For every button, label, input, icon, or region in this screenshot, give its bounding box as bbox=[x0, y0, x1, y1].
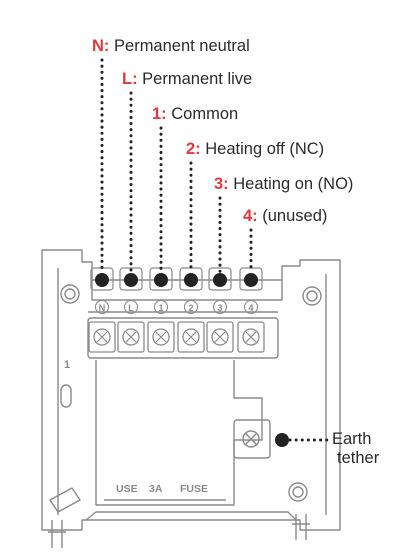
terminal-marker-ring bbox=[212, 299, 228, 315]
label-live-text: Permanent live bbox=[142, 70, 253, 88]
leader-dot-3 bbox=[213, 273, 227, 287]
label-neutral: N: Permanent neutral bbox=[92, 38, 250, 55]
plate-side-number: 1 bbox=[64, 359, 70, 371]
label-unused-key: 4: bbox=[243, 207, 258, 225]
leader-dot-n bbox=[95, 273, 109, 287]
fuse-text-rating: 3A bbox=[149, 483, 163, 495]
label-earth-line1: Earth bbox=[332, 430, 372, 448]
fuse-text-use: USE bbox=[116, 483, 138, 495]
terminal-clamp bbox=[119, 267, 143, 291]
terminal-cavity bbox=[88, 321, 116, 353]
terminal-screw-slot bbox=[96, 331, 108, 343]
leader-lines bbox=[95, 58, 332, 447]
terminal-screw bbox=[211, 328, 229, 346]
leader-dot-2 bbox=[184, 273, 198, 287]
terminal-screw-slot bbox=[245, 331, 257, 343]
label-heating-on-key: 3: bbox=[214, 175, 229, 193]
label-common-key: 1: bbox=[152, 105, 167, 123]
leader-dot-4 bbox=[244, 273, 258, 287]
terminal-screw-slot bbox=[125, 331, 137, 343]
label-neutral-key: N: bbox=[92, 37, 110, 55]
label-earth-tether: Earth tether bbox=[332, 430, 379, 468]
terminal-screw-slot bbox=[185, 331, 197, 343]
terminal-screw bbox=[93, 328, 111, 346]
terminal-cavity bbox=[147, 321, 175, 353]
leader-dot-1 bbox=[154, 273, 168, 287]
terminal-marker-n: N bbox=[99, 303, 106, 313]
terminal-cavity bbox=[117, 321, 145, 353]
terminal-screw-slot bbox=[214, 331, 226, 343]
terminal-marker-ring bbox=[183, 299, 199, 315]
label-common-text: Common bbox=[171, 105, 239, 123]
terminal-screw bbox=[242, 328, 260, 346]
terminal-markers: N L 1 2 3 4 bbox=[94, 299, 259, 315]
label-heating-off-key: 2: bbox=[186, 140, 201, 158]
leader-dot-earth bbox=[275, 433, 289, 447]
terminal-screw bbox=[122, 328, 140, 346]
label-heating-on: 3: Heating on (NO) bbox=[214, 176, 353, 193]
label-unused: 4: (unused) bbox=[243, 208, 327, 225]
label-unused-text: (unused) bbox=[262, 207, 328, 225]
terminal-cavity bbox=[206, 321, 234, 353]
leader-dot-l bbox=[124, 273, 138, 287]
terminal-marker-l: L bbox=[128, 303, 134, 313]
terminal-screw bbox=[182, 328, 200, 346]
terminal-cavity bbox=[237, 321, 265, 353]
terminal-cavity bbox=[177, 321, 205, 353]
terminal-marker-3: 3 bbox=[217, 303, 222, 313]
label-live: L: Permanent live bbox=[122, 71, 252, 88]
terminal-marker-ring bbox=[94, 299, 110, 315]
label-heating-off-text: Heating off (NC) bbox=[205, 140, 325, 158]
terminal-marker-2: 2 bbox=[188, 303, 193, 313]
label-live-key: L: bbox=[122, 70, 138, 88]
fuse-text-fuse: FUSE bbox=[180, 483, 208, 495]
label-neutral-text: Permanent neutral bbox=[114, 37, 250, 55]
label-heating-off: 2: Heating off (NC) bbox=[186, 141, 324, 158]
label-common: 1: Common bbox=[152, 106, 238, 123]
backplate bbox=[41, 249, 341, 548]
terminal-screw bbox=[152, 328, 170, 346]
terminal-screws bbox=[88, 267, 265, 353]
terminal-screw-slot bbox=[155, 331, 167, 343]
terminal-marker-ring bbox=[243, 299, 259, 315]
label-earth-line2: tether bbox=[337, 448, 380, 467]
terminal-marker-1: 1 bbox=[158, 303, 163, 313]
terminal-marker-4: 4 bbox=[248, 303, 253, 313]
terminal-marker-ring bbox=[153, 299, 169, 315]
terminal-clamp bbox=[208, 267, 232, 291]
terminal-marker-ring bbox=[123, 299, 139, 315]
label-heating-on-text: Heating on (NO) bbox=[233, 175, 354, 193]
